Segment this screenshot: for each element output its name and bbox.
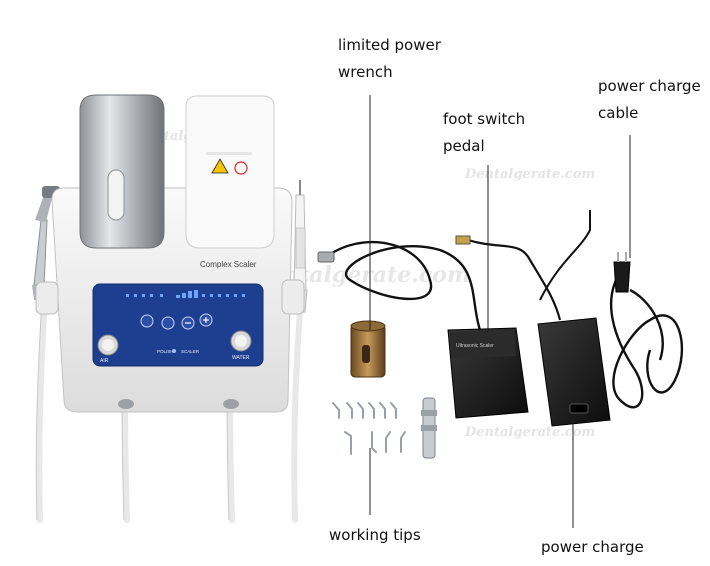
hoses [36, 297, 303, 523]
white-bottle [185, 95, 275, 249]
warning-icon [211, 158, 229, 174]
watermark: Dentalgerate.com [464, 425, 595, 440]
water-label: WATER [232, 355, 250, 361]
pedal-label: Ultrasonic Scaler [456, 343, 494, 349]
mode-button[interactable] [140, 314, 154, 328]
power-plug [613, 252, 631, 293]
callout-power-cable: power charge cable [598, 77, 701, 122]
callout-foot-switch: foot switch pedal [443, 110, 526, 155]
working-tips [332, 402, 406, 455]
scaler-label: SCALER [181, 349, 200, 354]
callout-wrench: limited power wrench [338, 36, 441, 81]
foot-switch-pedal: Ultrasonic Scaler [447, 327, 529, 419]
model-label: Complex Scaler [200, 260, 257, 269]
pedal-cord [324, 240, 482, 331]
air-label: AIR [100, 358, 109, 364]
option-button[interactable] [161, 316, 175, 330]
polish-label: POLISH [157, 349, 174, 354]
power-charge-cable [609, 269, 683, 409]
callout-working-tips: working tips [329, 526, 421, 544]
adapter-cord [467, 238, 562, 321]
tip-tool [421, 397, 437, 459]
callout-lines [369, 95, 631, 528]
callout-power-charge: power charge [541, 538, 644, 556]
silver-bottle [79, 94, 165, 249]
watermark: Dentalgerate.com [464, 167, 595, 182]
control-panel [92, 283, 264, 367]
power-charge-adapter [537, 317, 611, 427]
pedal-connector [317, 251, 335, 263]
limited-power-wrench [350, 320, 386, 378]
